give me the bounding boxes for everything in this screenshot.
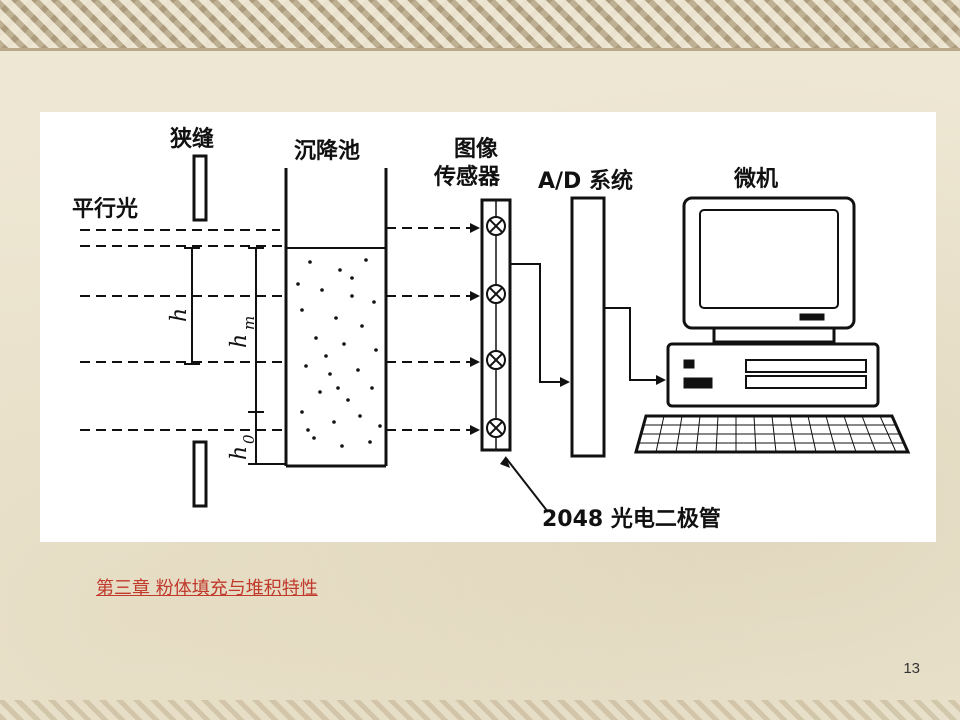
- label-settling-tank: 沉降池: [294, 139, 360, 164]
- label-slit: 狭缝: [169, 126, 214, 152]
- monitor-stand: [712, 326, 836, 344]
- label-ad-system: A/D 系统: [538, 168, 633, 194]
- microcomputer: [634, 196, 911, 454]
- dim-label-hm-sub: m: [240, 316, 258, 330]
- slit-lower-plate: [192, 440, 208, 508]
- ad-system-block: [570, 196, 606, 458]
- monitor-screen: [699, 209, 839, 309]
- sedimentation-diagram: 狭缝 沉降池 图像 传感器 A/D 系统 微机 平行光 2048 光电二极管 h…: [40, 112, 936, 542]
- label-image-sensor-1: 图像: [454, 136, 499, 162]
- label-microcomputer: 微机: [733, 166, 778, 192]
- settling-tank: [284, 168, 388, 468]
- image-sensor: [480, 198, 512, 452]
- chapter-link[interactable]: 第三章 粉体填充与堆积特性: [96, 578, 318, 599]
- page-number: 13: [903, 660, 920, 677]
- label-photodiode: 2048 光电二极管: [542, 506, 721, 532]
- decorative-bottom-texture: [0, 700, 960, 720]
- slit-upper-plate: [192, 154, 208, 222]
- dim-label-h0: h: [227, 446, 252, 460]
- particles: [296, 258, 382, 448]
- photodiode-leader: [505, 457, 549, 513]
- dim-label-hm: h: [227, 334, 252, 348]
- label-parallel-light: 平行光: [72, 196, 138, 222]
- decorative-top-border: [0, 0, 960, 51]
- photodiode-symbols: [486, 216, 506, 438]
- label-image-sensor-2: 传感器: [433, 164, 501, 190]
- dim-label-h: h: [167, 308, 192, 322]
- dim-label-h0-sub: 0: [240, 434, 258, 444]
